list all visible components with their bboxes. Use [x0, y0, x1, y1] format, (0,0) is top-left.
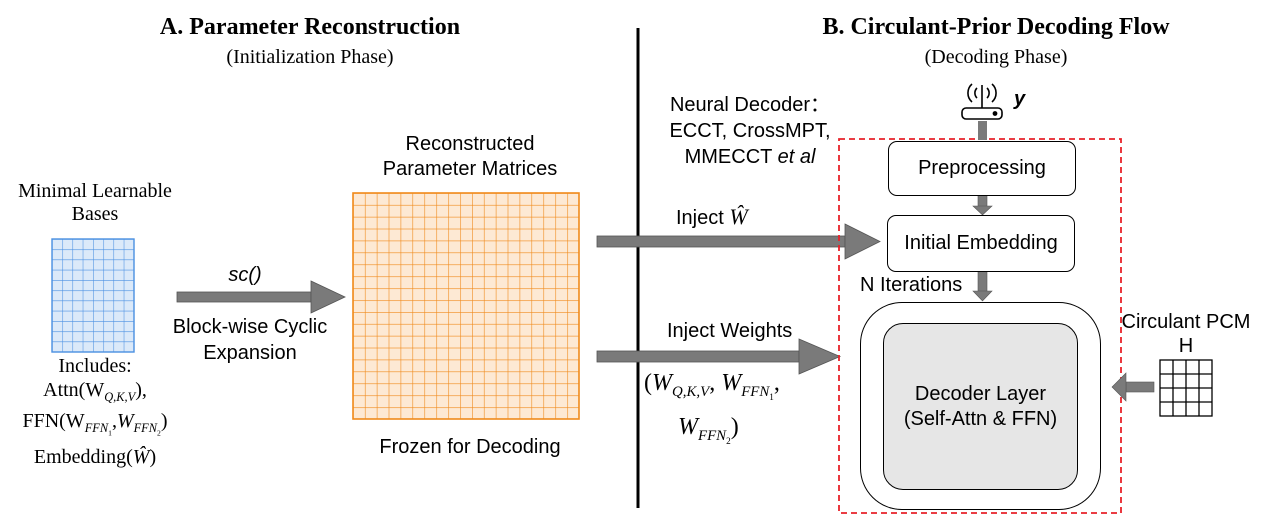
antenna-icon [961, 83, 1003, 120]
learnable-bases-grid [51, 238, 135, 353]
attn-formula: Attn(WQ,K,V), [43, 379, 147, 404]
flow-arrow-embed-to-layer [972, 269, 993, 302]
initial-embedding-box: Initial Embedding [887, 215, 1075, 272]
pcm-grid [1159, 359, 1213, 417]
inject-weights-arrow [596, 338, 842, 375]
frozen-label: Frozen for Decoding [379, 436, 561, 458]
bases-includes: Includes: Attn(WQ,K,V), FFN(WFFN1,WFFN2)… [0, 354, 190, 469]
expansion-label: Block-wise Cyclic Expansion [160, 314, 340, 366]
ffn-formula: FFN(WFFN1,WFFN2) [22, 410, 168, 438]
decoder-layer-subtitle: (Self-Attn & FFN) [903, 407, 1058, 430]
inject-weights-formula: (WQ,K,V, WFFN1, WFFN2) [644, 370, 780, 446]
expansion-label-line1: Block-wise Cyclic [172, 316, 328, 338]
flow-arrow-top [978, 121, 987, 140]
reconstructed-label-line2: Parameter Matrices [382, 158, 558, 180]
pcm-arrow [1111, 372, 1155, 402]
neural-decoder-line1: Neural Decoder： [669, 94, 831, 116]
signal-y: y [1014, 88, 1026, 110]
expansion-label-line2: Expansion [203, 342, 297, 364]
neural-decoder-line3: MMECCT et al [684, 146, 816, 168]
pcm-label-line1: Circulant PCM [1121, 311, 1251, 333]
neural-decoder-line2: ECCT, CrossMPT, [669, 120, 831, 142]
bases-label-line2: Bases [71, 203, 119, 225]
bases-label: Minimal Learnable Bases [0, 180, 190, 226]
inject-w-label: Inject Ŵ [676, 204, 748, 229]
section-a-title: A. Parameter Reconstruction [159, 14, 461, 40]
reconstructed-label: Reconstructed Parameter Matrices [340, 132, 600, 182]
decoder-layer-box: Decoder Layer (Self-Attn & FFN) [883, 323, 1078, 490]
reconstructed-matrix-grid [352, 192, 580, 420]
pcm-label: Circulant PCM H [1107, 310, 1265, 358]
decoder-layer-title: Decoder Layer [914, 382, 1047, 405]
inject-w-arrow [596, 223, 881, 260]
section-b-title: B. Circulant-Prior Decoding Flow [822, 14, 1170, 40]
pcm-label-line2: H [1178, 335, 1194, 357]
expansion-func: sc() [228, 264, 262, 286]
embedding-formula: Embedding(Ŵ) [33, 446, 157, 469]
includes-label: Includes: [58, 355, 132, 377]
expansion-arrow [176, 280, 346, 314]
neural-decoder-label: Neural Decoder： ECCT, CrossMPT, MMECCT e… [650, 92, 850, 170]
bases-label-line1: Minimal Learnable [18, 180, 172, 202]
section-a-subtitle: (Initialization Phase) [226, 46, 394, 68]
n-iterations-label: N Iterations [860, 274, 963, 296]
section-b-subtitle: (Decoding Phase) [924, 46, 1068, 68]
flow-arrow-pre-to-embed [972, 194, 993, 216]
inject-weights-label: Inject Weights [667, 320, 793, 342]
reconstructed-label-line1: Reconstructed [405, 133, 535, 155]
preprocessing-box: Preprocessing [888, 141, 1076, 196]
